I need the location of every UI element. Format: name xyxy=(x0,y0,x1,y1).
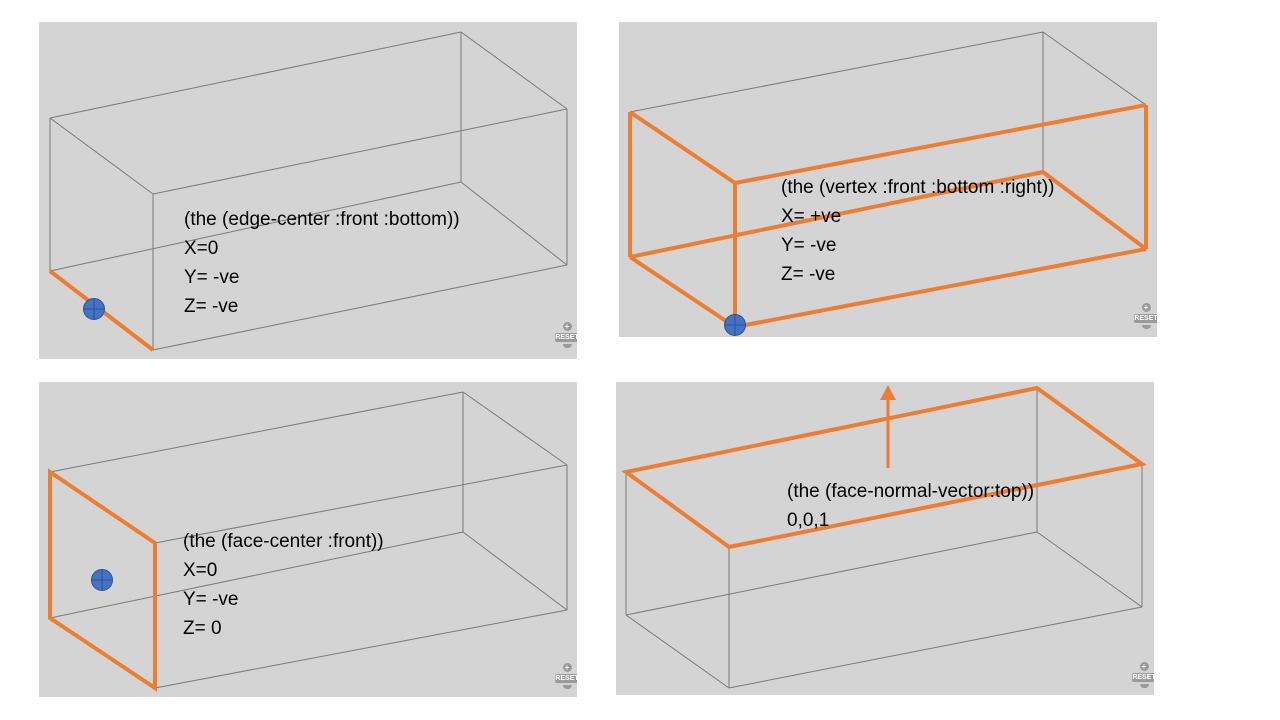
caption-line: (the (vertex :front :bottom :right)) xyxy=(781,177,1055,198)
zoom-in-button[interactable]: + xyxy=(562,322,572,331)
caption-line: (the (face-normal-vector:top)) xyxy=(787,481,1035,502)
box-wireframe xyxy=(628,31,1148,336)
caption: (the (face-normal-vector:top)) 0,0,1 xyxy=(787,477,1034,535)
box-wireframe xyxy=(48,391,568,692)
viewport-edge-center[interactable]: (the (edge-center :front :bottom)) X=0 Y… xyxy=(39,22,577,359)
zoom-out-button[interactable] xyxy=(1141,325,1151,329)
viewport-face-normal[interactable]: (the (face-normal-vector:top)) 0,0,1 + R… xyxy=(616,382,1154,695)
point-marker xyxy=(724,314,746,336)
caption-line: X= +ve xyxy=(781,206,842,227)
view-controls: + RESET xyxy=(1134,303,1157,329)
view-controls: + RESET xyxy=(555,322,577,348)
view-controls: + RESET xyxy=(1132,662,1154,688)
point-marker xyxy=(83,298,105,320)
zoom-out-button[interactable] xyxy=(562,685,572,689)
caption: (the (vertex :front :bottom :right)) X= … xyxy=(781,173,1054,289)
zoom-in-button[interactable]: + xyxy=(562,663,572,672)
caption-line: X=0 xyxy=(183,560,218,581)
viewport-vertex[interactable]: (the (vertex :front :bottom :right)) X= … xyxy=(619,22,1157,337)
caption-line: Y= -ve xyxy=(781,235,837,256)
zoom-out-button[interactable] xyxy=(1139,684,1149,688)
reset-button[interactable]: RESET xyxy=(1134,314,1157,323)
caption-line: Y= -ve xyxy=(184,267,240,288)
caption-line: (the (face-center :front)) xyxy=(183,531,384,552)
caption-line: X=0 xyxy=(184,238,219,259)
highlight-edges xyxy=(628,103,1148,329)
caption-line: Z= -ve xyxy=(184,296,239,317)
zoom-in-button[interactable]: + xyxy=(1141,303,1151,312)
caption: (the (face-center :front)) X=0 Y= -ve Z=… xyxy=(183,527,384,643)
highlight-face xyxy=(621,385,1147,550)
reset-button[interactable]: RESET xyxy=(555,674,577,683)
view-controls: + RESET xyxy=(555,663,577,689)
viewport-face-center[interactable]: (the (face-center :front)) X=0 Y= -ve Z=… xyxy=(39,382,577,697)
caption-line: (the (edge-center :front :bottom)) xyxy=(184,209,460,230)
highlight-face xyxy=(48,468,157,692)
normal-vector-arrow xyxy=(880,385,896,468)
reset-button[interactable]: RESET xyxy=(555,333,577,342)
caption-line: 0,0,1 xyxy=(787,510,830,531)
caption-line: Y= -ve xyxy=(183,589,239,610)
caption: (the (edge-center :front :bottom)) X=0 Y… xyxy=(184,205,460,321)
point-marker xyxy=(91,569,113,591)
caption-line: Z= -ve xyxy=(781,264,836,285)
reset-button[interactable]: RESET xyxy=(1132,673,1154,682)
caption-line: Z= 0 xyxy=(183,618,222,639)
box-wireframe xyxy=(48,31,568,352)
zoom-out-button[interactable] xyxy=(562,344,572,348)
zoom-in-button[interactable]: + xyxy=(1139,662,1149,671)
box-wireframe xyxy=(621,385,1147,689)
